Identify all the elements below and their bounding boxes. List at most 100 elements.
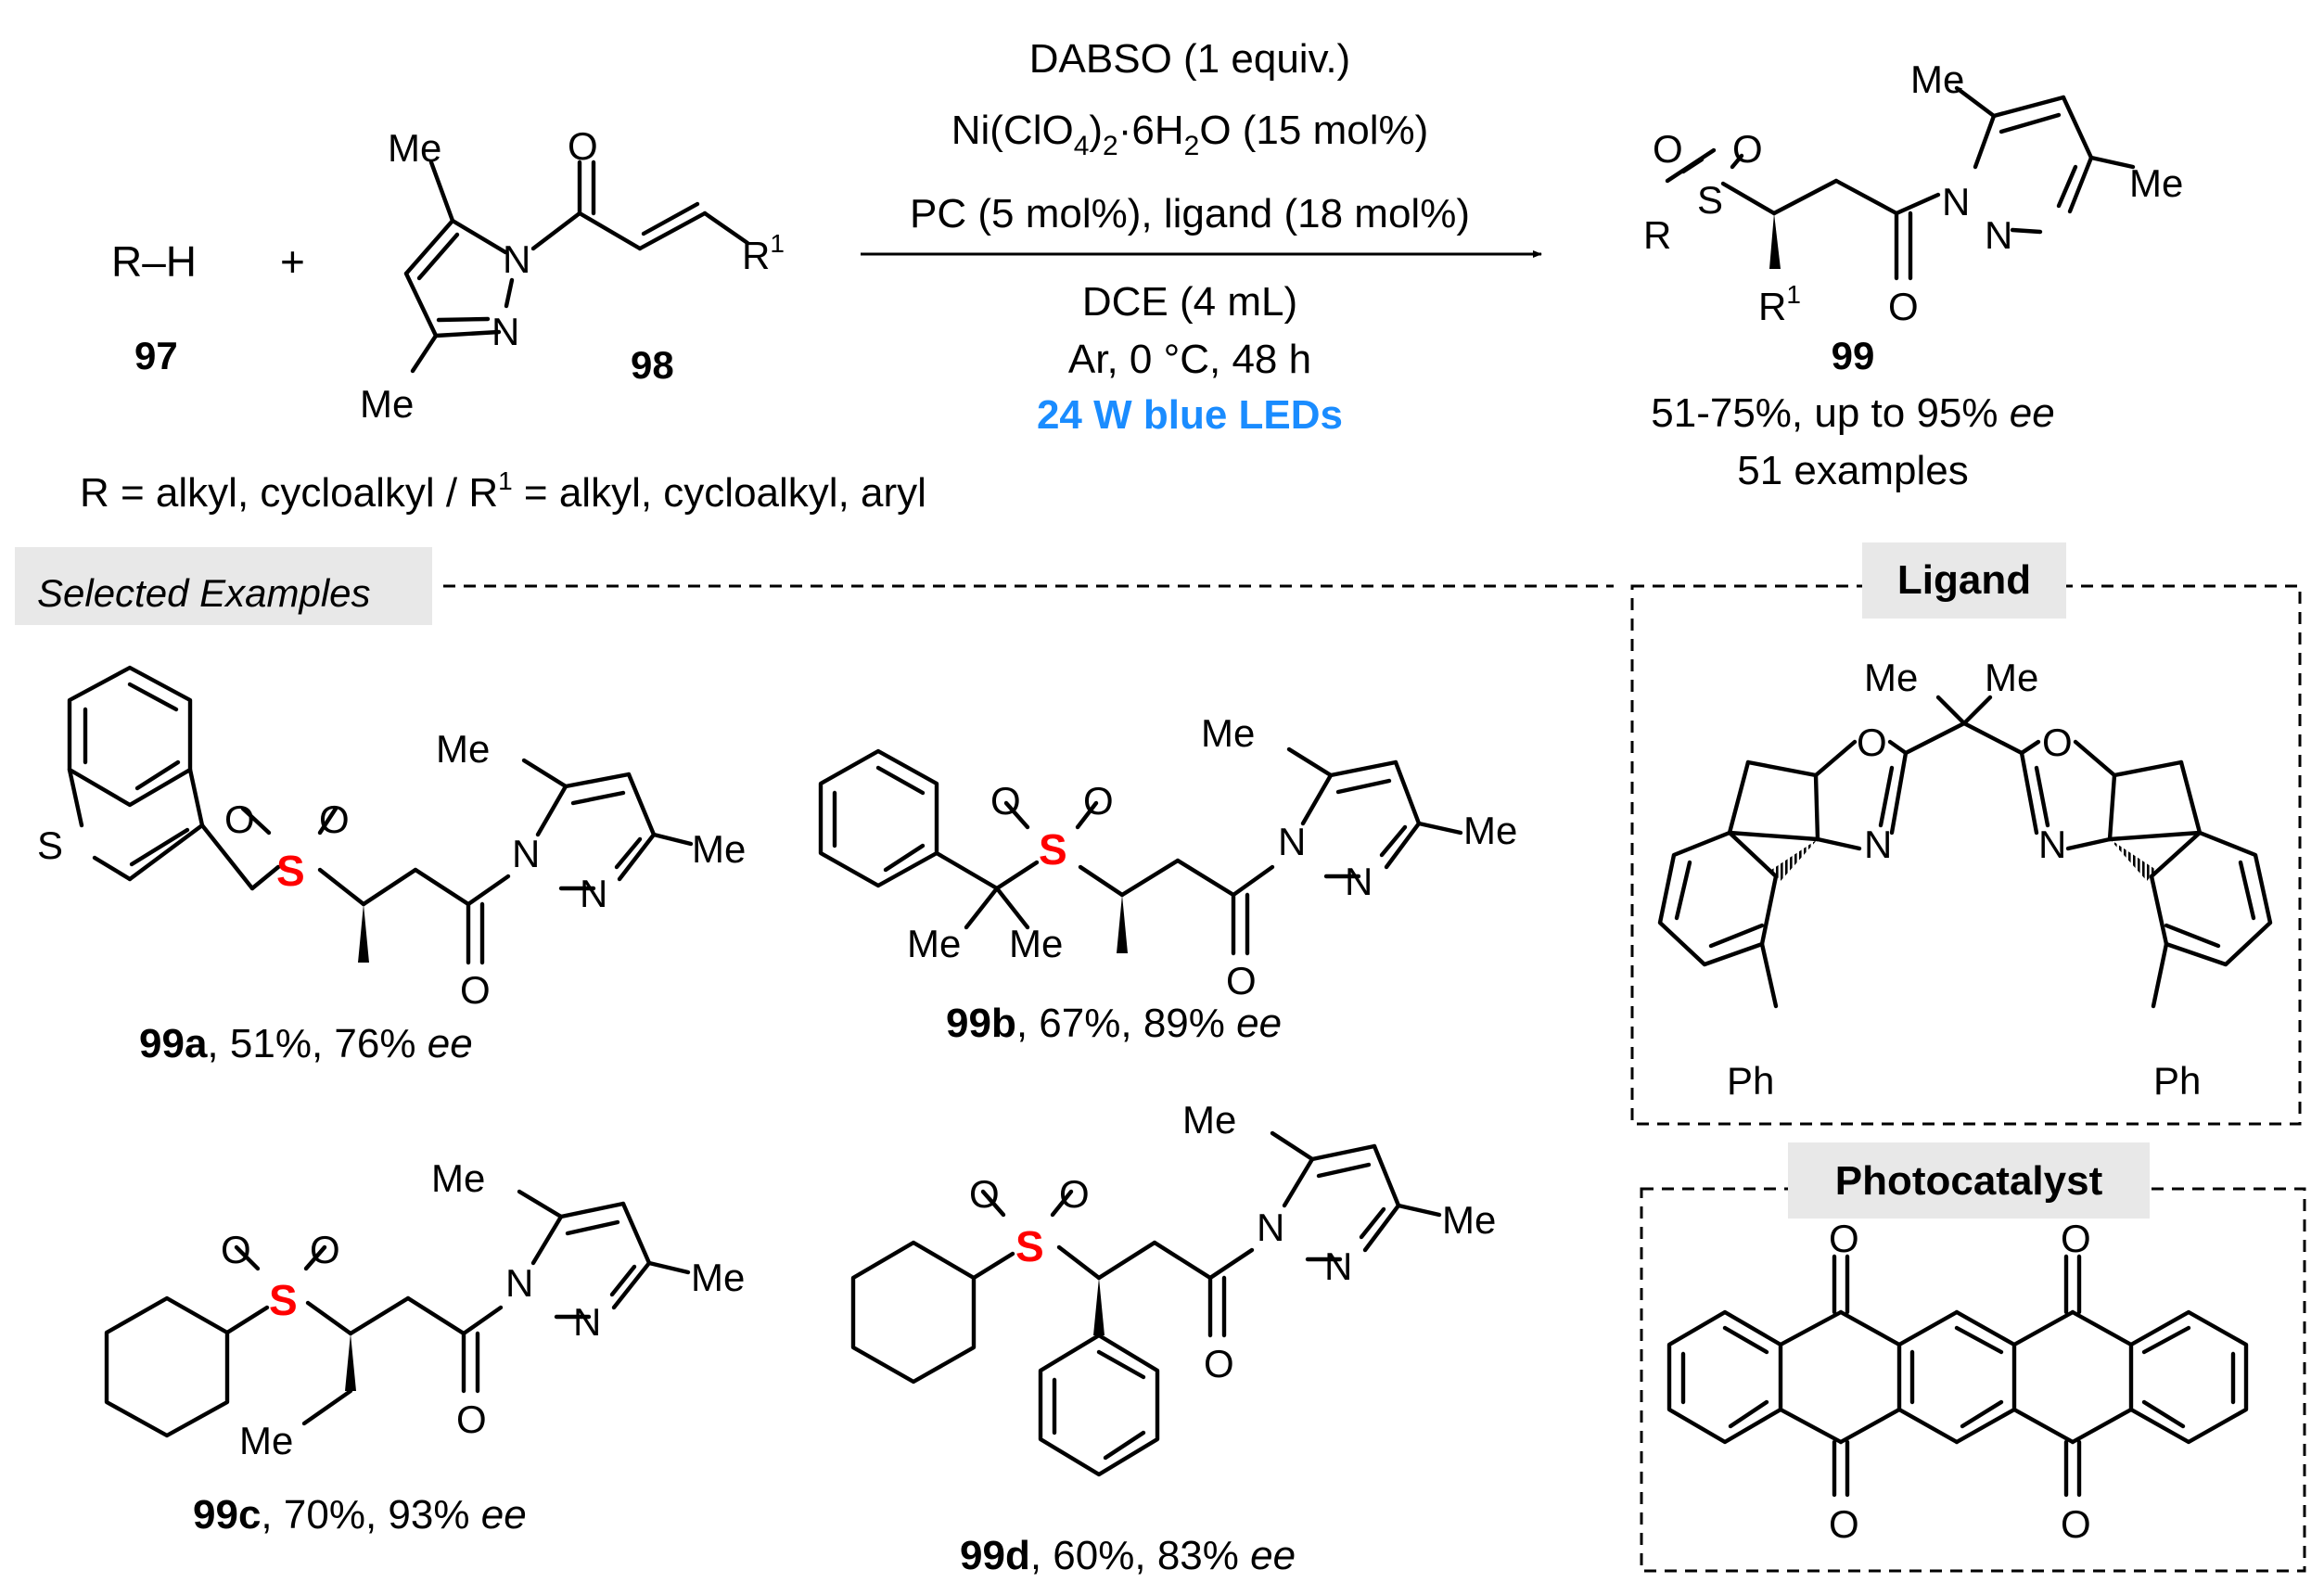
ex99c-n1: N (505, 1261, 533, 1305)
reaction-conditions: DABSO (1 equiv.) Ni(ClO4)2·6H2O (15 mol%… (861, 36, 1542, 438)
reactant-98: Me Me O N N R1 98 (360, 124, 785, 426)
ex99a-n1: N (512, 832, 540, 875)
ex99b-me-top: Me (1201, 711, 1255, 755)
reactant-98-bonds (403, 160, 750, 374)
ligand-bonds (1657, 695, 2273, 1009)
ex99c-o1: O (221, 1228, 251, 1271)
ex99b-o2: O (1083, 779, 1114, 823)
ligand-o-right: O (2042, 721, 2073, 764)
pc-o-bottom-left: O (1829, 1502, 1859, 1546)
ex99d-n1: N (1257, 1206, 1284, 1249)
example-99d-wedge (1093, 1278, 1105, 1335)
r98-n1: N (503, 237, 530, 281)
compound-97-number: 97 (134, 334, 178, 377)
condition-atmosphere: Ar, 0 °C, 48 h (1068, 337, 1311, 382)
selected-examples-label: Selected Examples (37, 571, 371, 615)
ex99b-me-right: Me (1009, 922, 1063, 965)
condition-light: 24 W blue LEDs (1037, 392, 1343, 438)
ligand-ph-left: Ph (1727, 1059, 1774, 1103)
ligand-me-right: Me (1985, 656, 2038, 699)
example-99a-wedge (358, 904, 369, 963)
product-99-bonds (1665, 85, 2136, 281)
ex99a-caption: 99a, 51%, 76% ee (139, 1021, 473, 1066)
ex99a-oxygen: O (460, 968, 491, 1012)
ex99b-oxygen: O (1226, 959, 1257, 1002)
ex99a-me-right: Me (692, 827, 746, 871)
ex99a-me-top: Me (436, 727, 490, 771)
ligand-box (1630, 584, 2302, 1126)
ex99d-caption: 99d, 60%, 83% ee (960, 1533, 1296, 1578)
product-examples: 51 examples (1737, 448, 1968, 493)
ex99d-me-right: Me (1442, 1198, 1496, 1242)
ex99c-o2: O (310, 1228, 340, 1271)
ex99c-me-right: Me (691, 1256, 745, 1299)
ex99a-thiophene-s: S (37, 823, 63, 867)
photocatalyst-label-bg (1788, 1142, 2150, 1219)
scope-note: R = alkyl, cycloalkyl / R1 = alkyl, cycl… (80, 466, 926, 516)
ex99d-o1: O (969, 1172, 1000, 1216)
p99-sulfur: S (1697, 178, 1723, 222)
r98-me-bottom: Me (360, 382, 414, 426)
ex99c-me-top: Me (431, 1156, 485, 1200)
ex99c-sulfur: S (269, 1276, 298, 1324)
p99-r1: R1 (1758, 280, 1801, 328)
compound-99-number: 99 (1832, 334, 1875, 377)
ex99a-o2: O (319, 798, 350, 841)
selected-examples-bg (15, 547, 432, 625)
example-99b: O O S Me Me O N N Me Me 99b, 67%, 89% ee (818, 711, 1517, 1046)
ex99b-sulfur: S (1039, 825, 1067, 874)
ex99b-caption: 99b, 67%, 89% ee (946, 1001, 1282, 1046)
example-99c-wedge (345, 1333, 356, 1391)
photocatalyst-structure: O O O O (1666, 1217, 2249, 1546)
ex99a-n2: N (580, 872, 607, 915)
condition-dabso: DABSO (1 equiv.) (1029, 36, 1350, 82)
condition-pc-ligand: PC (5 mol%), ligand (18 mol%) (910, 191, 1470, 236)
ligand-label-bg (1862, 542, 2066, 619)
p99-oxygen: O (1888, 285, 1919, 328)
ex99d-me-top: Me (1182, 1098, 1236, 1142)
condition-nickel: Ni(ClO4)2·6H2O (15 mol%) (951, 108, 1429, 161)
ex99b-me-left: Me (907, 922, 961, 965)
photocatalyst-bonds (1666, 1254, 2249, 1498)
ligand-label: Ligand (1897, 557, 2031, 603)
rh-label: R–H (111, 237, 197, 286)
ligand-hash-right (2110, 839, 2156, 881)
ex99c-oxygen: O (456, 1397, 487, 1441)
plus-sign: + (280, 237, 305, 286)
condition-solvent: DCE (4 mL) (1082, 279, 1297, 325)
photocatalyst-box (1640, 1187, 2306, 1573)
ex99b-n2: N (1345, 860, 1373, 903)
p99-me-top: Me (1910, 57, 1964, 101)
ligand-n-right: N (2038, 823, 2066, 866)
pc-o-top-right: O (2061, 1217, 2091, 1260)
r98-n2: N (492, 310, 519, 353)
product-yield: 51-75%, up to 95% ee (1651, 390, 2054, 436)
p99-me-right: Me (2129, 161, 2183, 205)
ex99b-n1: N (1278, 820, 1306, 863)
r98-r1: R1 (742, 229, 785, 277)
ex99c-me-ethyl: Me (239, 1419, 293, 1462)
ex99a-o1: O (224, 798, 255, 841)
ex99c-caption: 99c, 70%, 93% ee (193, 1492, 527, 1538)
photocatalyst-label: Photocatalyst (1835, 1158, 2103, 1204)
ex99a-sulfur: S (276, 847, 305, 895)
ex99b-me-pz: Me (1463, 809, 1517, 852)
product-99-wedge (1769, 213, 1781, 269)
example-99a: S O O S O N N Me Me 99a, 51%, 76% ee (37, 665, 746, 1066)
p99-o1: O (1653, 127, 1683, 171)
ligand-me-left: Me (1864, 656, 1918, 699)
ex99d-n2: N (1324, 1244, 1352, 1288)
ligand-hash-left (1771, 839, 1818, 881)
ligand-ph-right: Ph (2153, 1059, 2201, 1103)
r98-oxygen: O (568, 124, 598, 168)
example-99b-wedge (1117, 895, 1128, 953)
ex99b-o1: O (990, 779, 1021, 823)
example-99c-bonds (104, 1189, 691, 1438)
pc-o-top-left: O (1829, 1217, 1859, 1260)
p99-n2: N (1985, 213, 2012, 257)
reactant-97: R–H 97 (111, 237, 197, 377)
ex99d-o2: O (1059, 1172, 1090, 1216)
r98-me-top: Me (388, 126, 441, 170)
p99-n1: N (1942, 180, 1970, 223)
